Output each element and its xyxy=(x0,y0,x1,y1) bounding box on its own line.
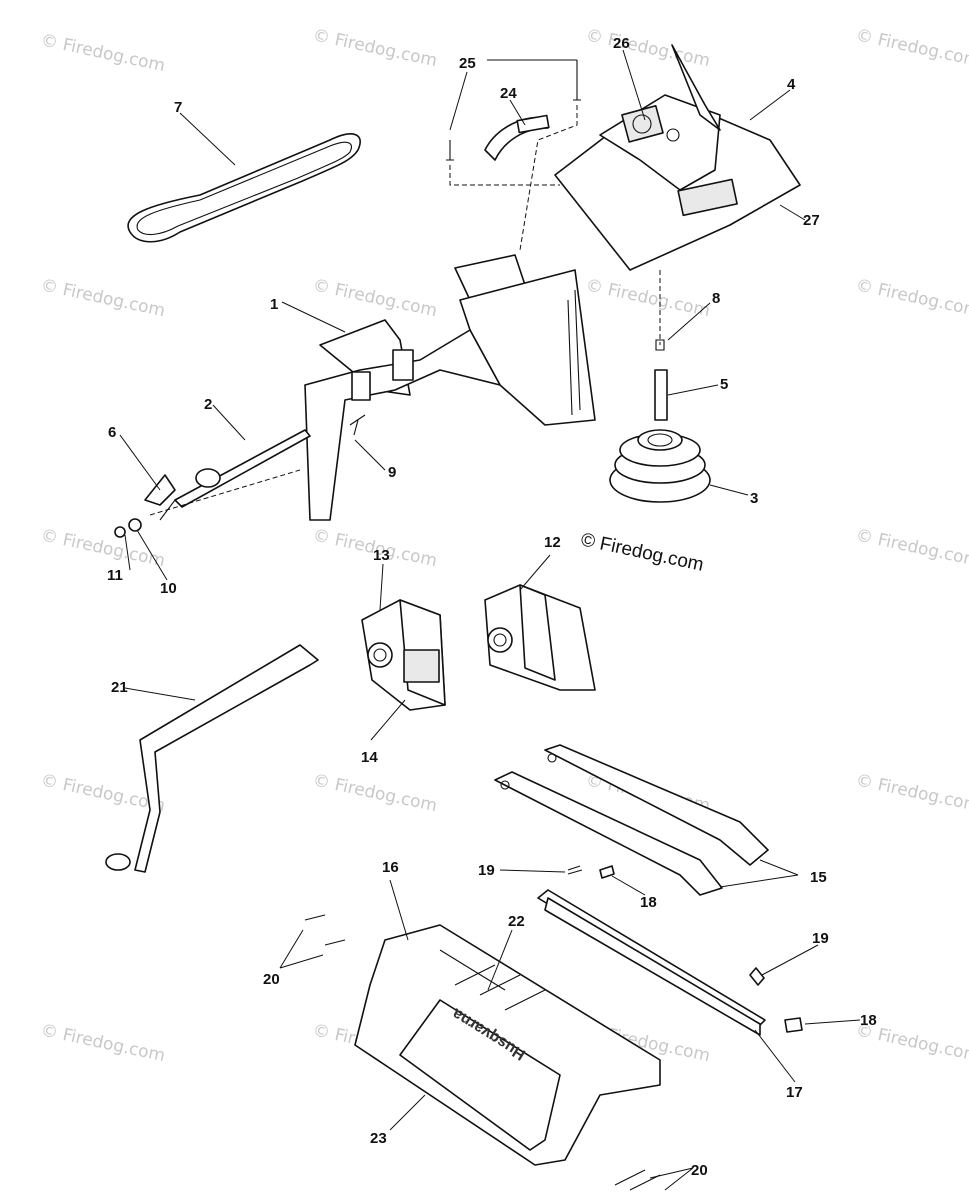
callout-1: 1 xyxy=(270,296,278,313)
callout-16: 16 xyxy=(382,859,399,876)
callout-20-b: 20 xyxy=(691,1162,708,1179)
part-pulley xyxy=(609,270,711,503)
part-bar xyxy=(537,889,766,1036)
callout-18-a: 18 xyxy=(640,894,657,911)
callout-9: 9 xyxy=(388,464,396,481)
part-fasteners xyxy=(304,865,803,1191)
callout-12: 12 xyxy=(544,534,561,551)
callout-14: 14 xyxy=(361,749,378,766)
leader-lines xyxy=(119,49,861,1191)
callout-20-a: 20 xyxy=(263,971,280,988)
callout-8: 8 xyxy=(712,290,720,307)
watermark-layer: © Firedog.com © Firedog.com © Firedog.co… xyxy=(39,25,969,1066)
watermark-text: © Firedog.com xyxy=(854,770,969,816)
callout-27: 27 xyxy=(803,212,820,229)
callout-5: 5 xyxy=(720,376,728,393)
callout-21: 21 xyxy=(111,679,128,696)
part-rod-bent xyxy=(105,644,319,873)
watermark-text: © Firedog.com xyxy=(854,275,969,321)
callout-6: 6 xyxy=(108,424,116,441)
callout-23: 23 xyxy=(370,1130,387,1147)
callout-19-a: 19 xyxy=(478,862,495,879)
watermark-text: © Firedog.com xyxy=(39,275,167,321)
callout-18-b: 18 xyxy=(860,1012,877,1029)
callout-22: 22 xyxy=(508,913,525,930)
part-frame xyxy=(304,254,596,521)
callout-15: 15 xyxy=(810,869,827,886)
part-latch xyxy=(446,60,581,251)
callout-26: 26 xyxy=(613,35,630,52)
callout-4: 4 xyxy=(787,76,796,93)
part-bearing-plate-right xyxy=(484,584,596,691)
callout-7: 7 xyxy=(174,99,182,116)
part-bearing-plate-left xyxy=(361,599,446,711)
watermark-text: © Firedog.com xyxy=(854,25,969,71)
callout-24: 24 xyxy=(500,85,517,102)
callout-3: 3 xyxy=(750,490,758,507)
callout-19-b: 19 xyxy=(812,930,829,947)
callout-10: 10 xyxy=(160,580,177,597)
watermark-text: © Firedog.com xyxy=(584,275,712,321)
callout-labels: 7 25 24 26 4 27 1 8 2 5 6 9 3 11 10 12 1… xyxy=(107,35,877,1179)
callout-25: 25 xyxy=(459,55,476,72)
watermark-text: © Firedog.com xyxy=(584,25,712,71)
watermark-text: © Firedog.com xyxy=(311,25,439,71)
callout-11: 11 xyxy=(107,567,123,584)
part-belt xyxy=(127,133,361,243)
part-arms xyxy=(494,744,769,896)
watermark-text: © Firedog.com xyxy=(854,525,969,571)
callout-13: 13 xyxy=(373,547,390,564)
watermark-text: © Firedog.com xyxy=(311,275,439,321)
callout-2: 2 xyxy=(204,396,212,413)
copyright-label: © Firedog.com xyxy=(579,529,706,576)
part-deflector-cover xyxy=(554,44,801,271)
part-bottom-frame: Husqvarna xyxy=(354,924,661,1166)
watermark-text: © Firedog.com xyxy=(311,770,439,816)
callout-17: 17 xyxy=(786,1084,803,1101)
watermark-text: © Firedog.com xyxy=(39,1020,167,1066)
watermark-text: © Firedog.com xyxy=(39,30,167,76)
